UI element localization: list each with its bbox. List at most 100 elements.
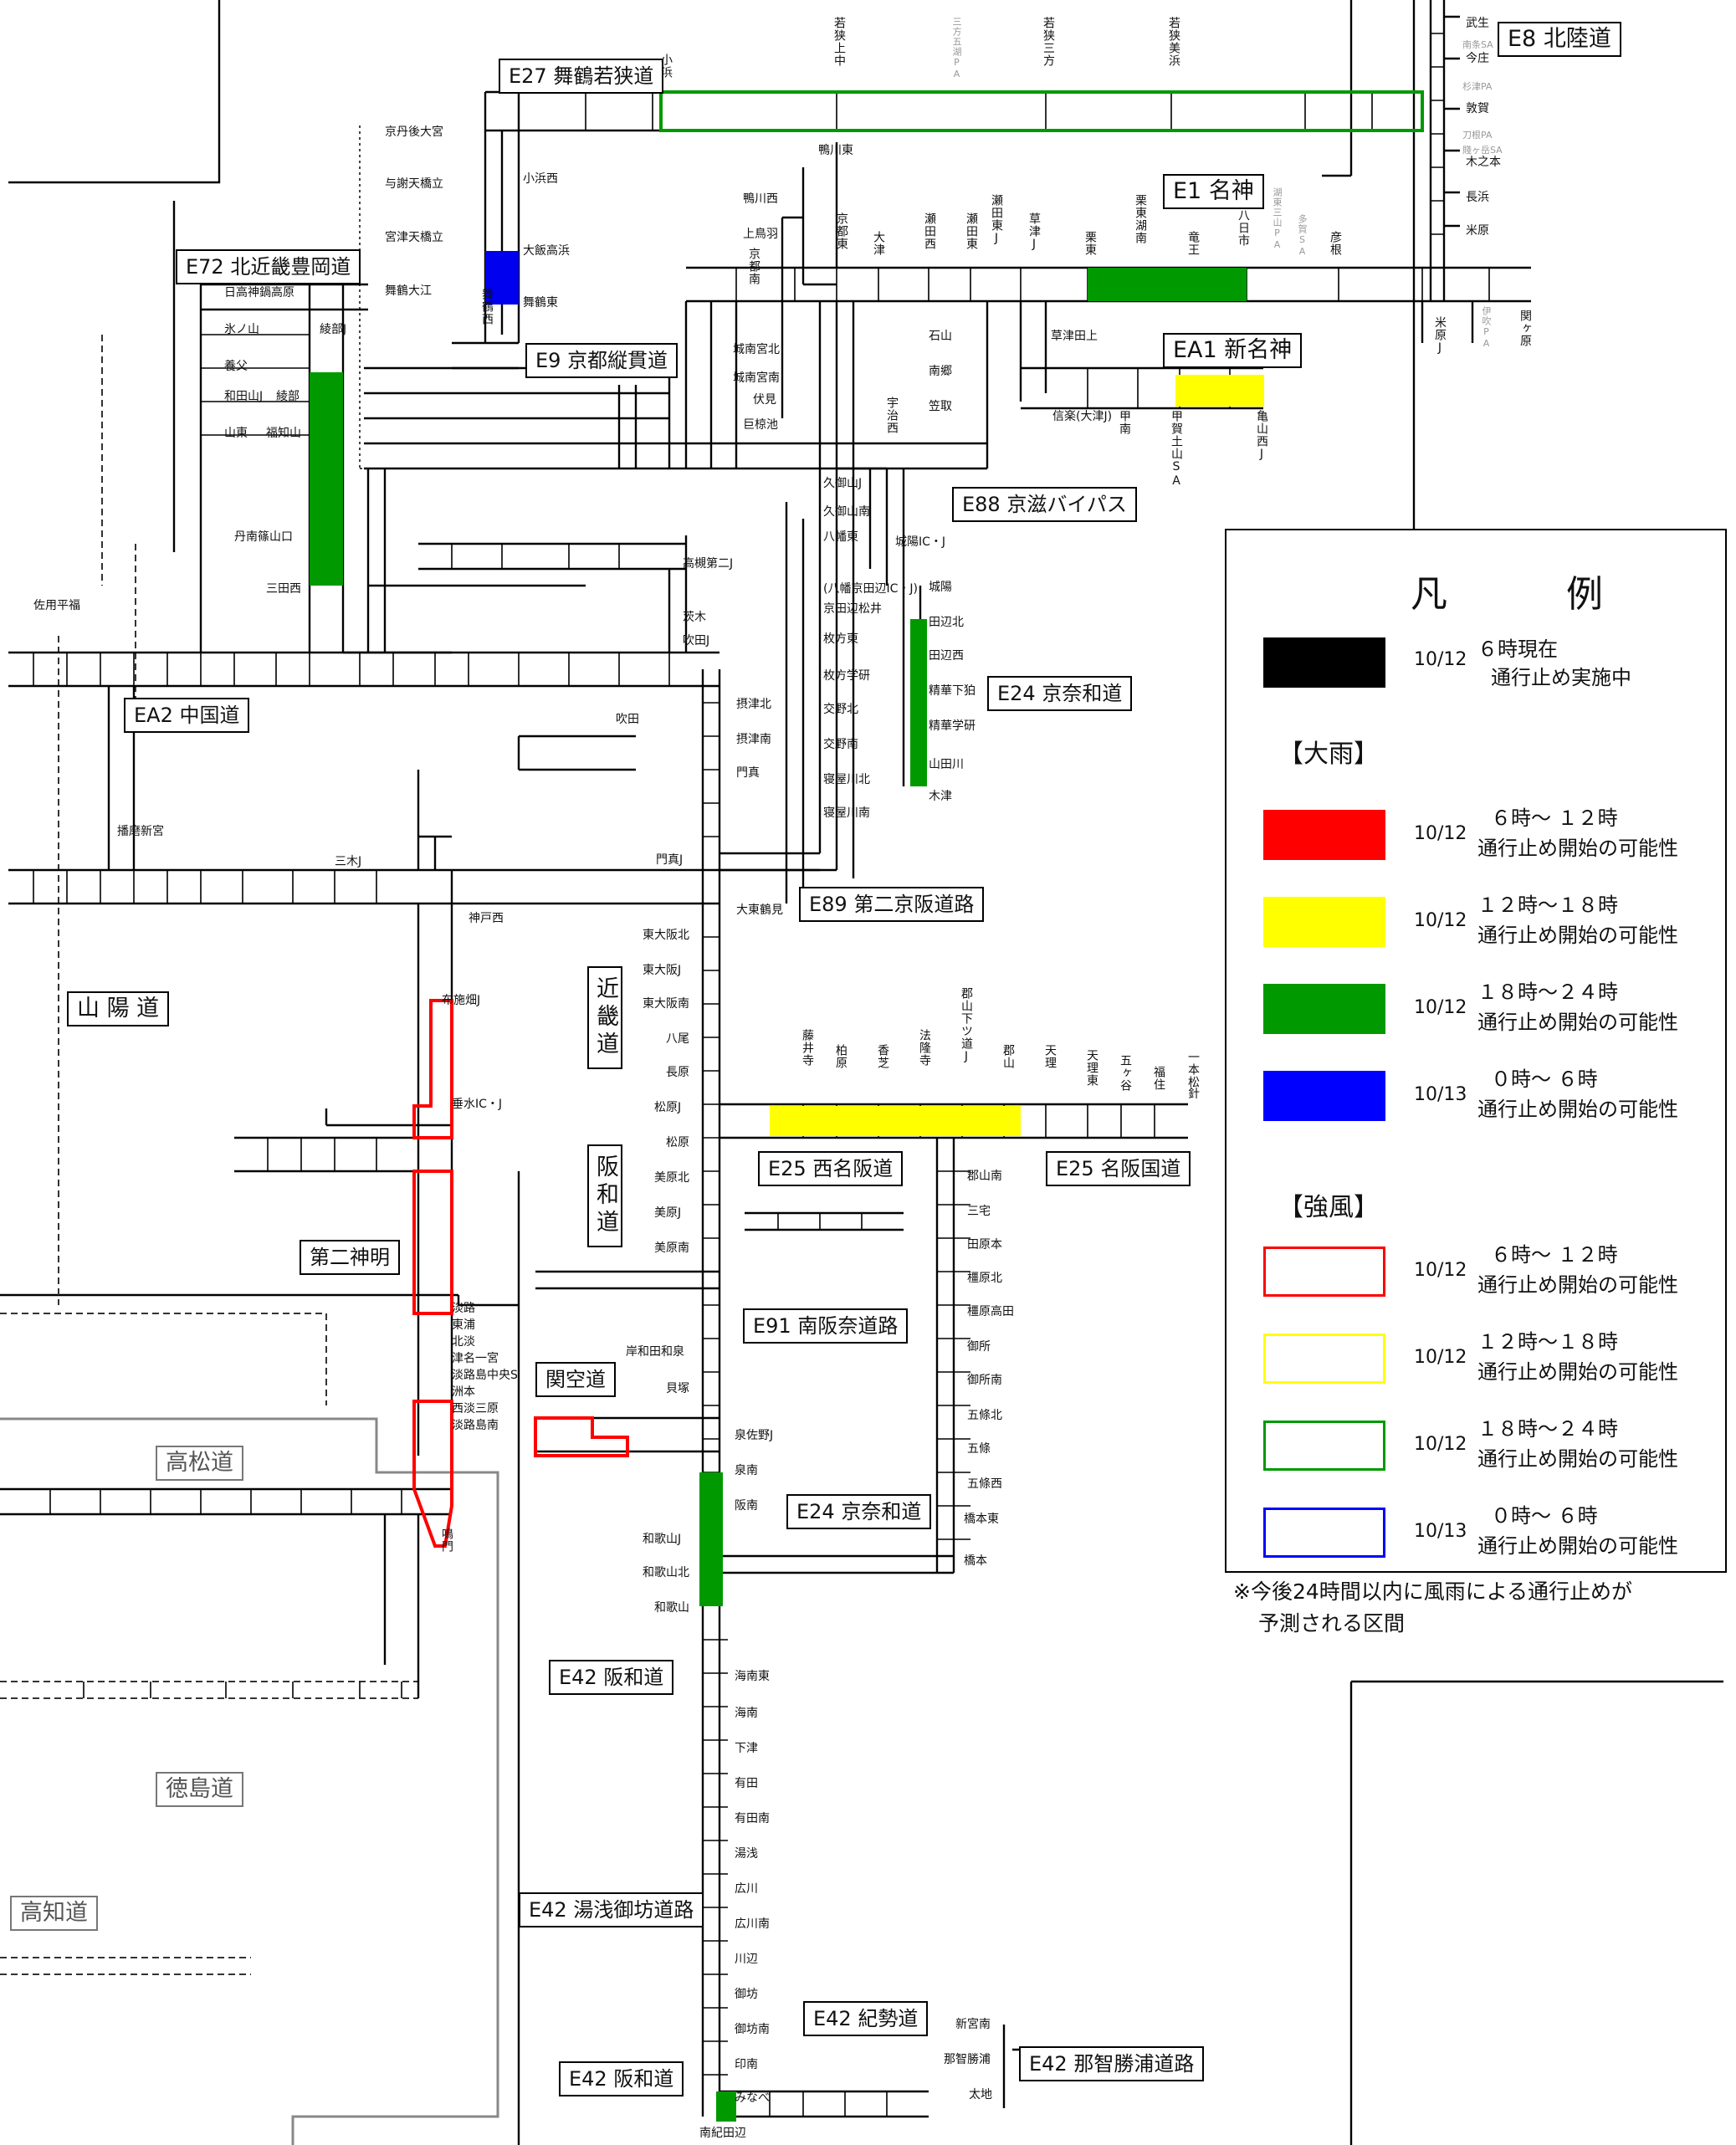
ic-label: 関ヶ原 [1518,310,1532,347]
ic-label: 布施畑J [442,994,481,1007]
ic-label: 播磨新宮 [117,825,164,838]
ic-label: 寝屋川南 [823,806,870,820]
ic-label: 精華学研 [929,719,976,733]
ic-label: 東大阪南 [643,997,689,1011]
ic-label: 阪南 [735,1499,758,1513]
route-label-e42-kisei: E42 紀勢道 [803,2001,929,2036]
ic-label: 香芝 [876,1044,889,1069]
ic-label: 三田西 [266,582,301,596]
legend-swatch-wind-green [1263,1421,1385,1471]
route-label-e42-hanwa-south: E42 阪和道 [559,2061,684,2096]
ic-label: 綾部J [320,323,347,336]
ic-label: 若狭三方 [1042,17,1055,67]
ic-label: 御所南 [967,1374,1002,1387]
ic-label: 小浜 [659,54,673,79]
rain-green-segment [699,1472,723,1606]
route-label-sanyo: 山 陽 道 [67,991,170,1026]
ic-label: 泉佐野J [735,1429,774,1442]
rain-green-segment [310,372,343,586]
ic-label: 瀬田東 [965,212,978,250]
ic-label: 岸和田和泉 [626,1345,684,1359]
ic-label: 五ヶ谷 [1119,1054,1132,1092]
ic-label: 養父 [224,360,248,373]
ic-label: 東大阪J [643,964,682,977]
ic-label: 綾部 [276,390,300,403]
wind-red-segment [412,1400,453,1548]
ic-label: 高槻第二J [683,557,734,571]
ic-label: 久御山南 [823,505,870,519]
ic-label: 茨木 [683,611,706,624]
ic-label: 米原J [1433,316,1447,356]
ic-label: 松原J [654,1101,682,1114]
ic-label: 城陽IC・J [895,535,946,549]
border-line [8,0,221,184]
route-label-kochi: 高知道 [10,1896,98,1931]
ic-label: 甲賀土山SA [1170,410,1183,489]
legend-text: １８時～２４時 [1477,980,1618,1004]
ic-label: 笠取 [929,400,952,413]
ic-label: 京丹後大宮 [385,125,443,139]
legend-date: 10/12 [1414,1347,1467,1368]
ic-label: 貝塚 [666,1382,689,1395]
ic-label: 美原J [654,1206,682,1220]
ic-label: 武生 [1466,17,1489,30]
ic-label: 五條西 [967,1477,1002,1491]
ic-label: 門真 [736,766,760,780]
ic-label: 枚方東 [823,632,858,646]
ic-label: 宇治西 [885,397,899,434]
legend-text: 通行止め開始の可能性 [1477,1534,1678,1558]
ic-label: 京田辺松井 [823,602,882,616]
ic-label: 和歌山北 [643,1566,689,1579]
legend-date: 10/13 [1414,1084,1467,1105]
legend-date: 10/12 [1414,910,1467,931]
legend-date: 10/13 [1414,1521,1467,1542]
ic-label: 橿原高田 [967,1305,1014,1318]
ic-label: 福知山 [266,427,301,440]
ic-label: 淡路島南 [452,1419,499,1432]
ic-label: 有田 [735,1777,758,1790]
ic-label: 日高神鍋高原 [224,286,294,299]
route-label-ea1: EA1 新名神 [1163,333,1303,368]
rain-yellow-segment [770,1106,1021,1136]
route-label-ea2: EA2 中国道 [124,698,250,733]
ic-label: 舞鶴大江 [385,284,432,298]
ic-label: 広川南 [735,1917,770,1931]
ic-label: 三木J [335,855,362,868]
ic-label: 竜王 [1186,231,1200,256]
ic-label: 鴨川西 [743,192,778,206]
route-label-e9: E9 京都縦貫道 [525,343,679,378]
ic-label: 木之本 [1466,156,1501,169]
ic-label: 田辺北 [929,616,964,629]
ic-label: 五條 [967,1442,991,1456]
route-label-e8: E8 北陸道 [1498,22,1621,57]
rain-green-segment [910,619,927,786]
legend-date: 10/12 [1414,997,1467,1018]
ic-label: 和田山J [224,390,264,403]
ic-label: 今庄 [1466,52,1489,65]
ic-label: 松原 [666,1136,689,1149]
ic-label: 田辺西 [929,649,964,663]
legend-swatch-blue [1263,1071,1385,1121]
ic-label: 神戸西 [469,912,504,925]
ic-label: 門真J [656,853,684,867]
ic-label: 橿原北 [967,1272,1002,1285]
ic-label: 御坊 [735,1988,758,2001]
legend-text: ０時～ ６時 [1491,1504,1598,1528]
route-label-e27: E27 舞鶴若狭道 [499,59,664,94]
ic-label: 和歌山 [654,1601,689,1615]
legend-swatch-wind-red [1263,1247,1385,1297]
ic-label: 郡山南 [967,1170,1002,1183]
ic-label: 吹田J [683,634,710,648]
legend-date: 10/12 [1414,823,1467,844]
ic-label: 東大阪北 [643,929,689,942]
legend-text: ６時～ １２時 [1491,806,1618,830]
ic-label: 多賀SA [1297,214,1308,258]
rain-blue-segment [485,251,519,305]
legend-text: 通行止め開始の可能性 [1477,1273,1678,1297]
ic-label: 山東 [224,427,248,440]
ic-label: 城南宮南 [733,371,780,385]
wind-red-segment [412,1170,453,1315]
ic-label: 下津 [735,1742,758,1755]
ic-label: 草津J [1027,212,1041,252]
ic-label: 八日市 [1237,209,1250,247]
